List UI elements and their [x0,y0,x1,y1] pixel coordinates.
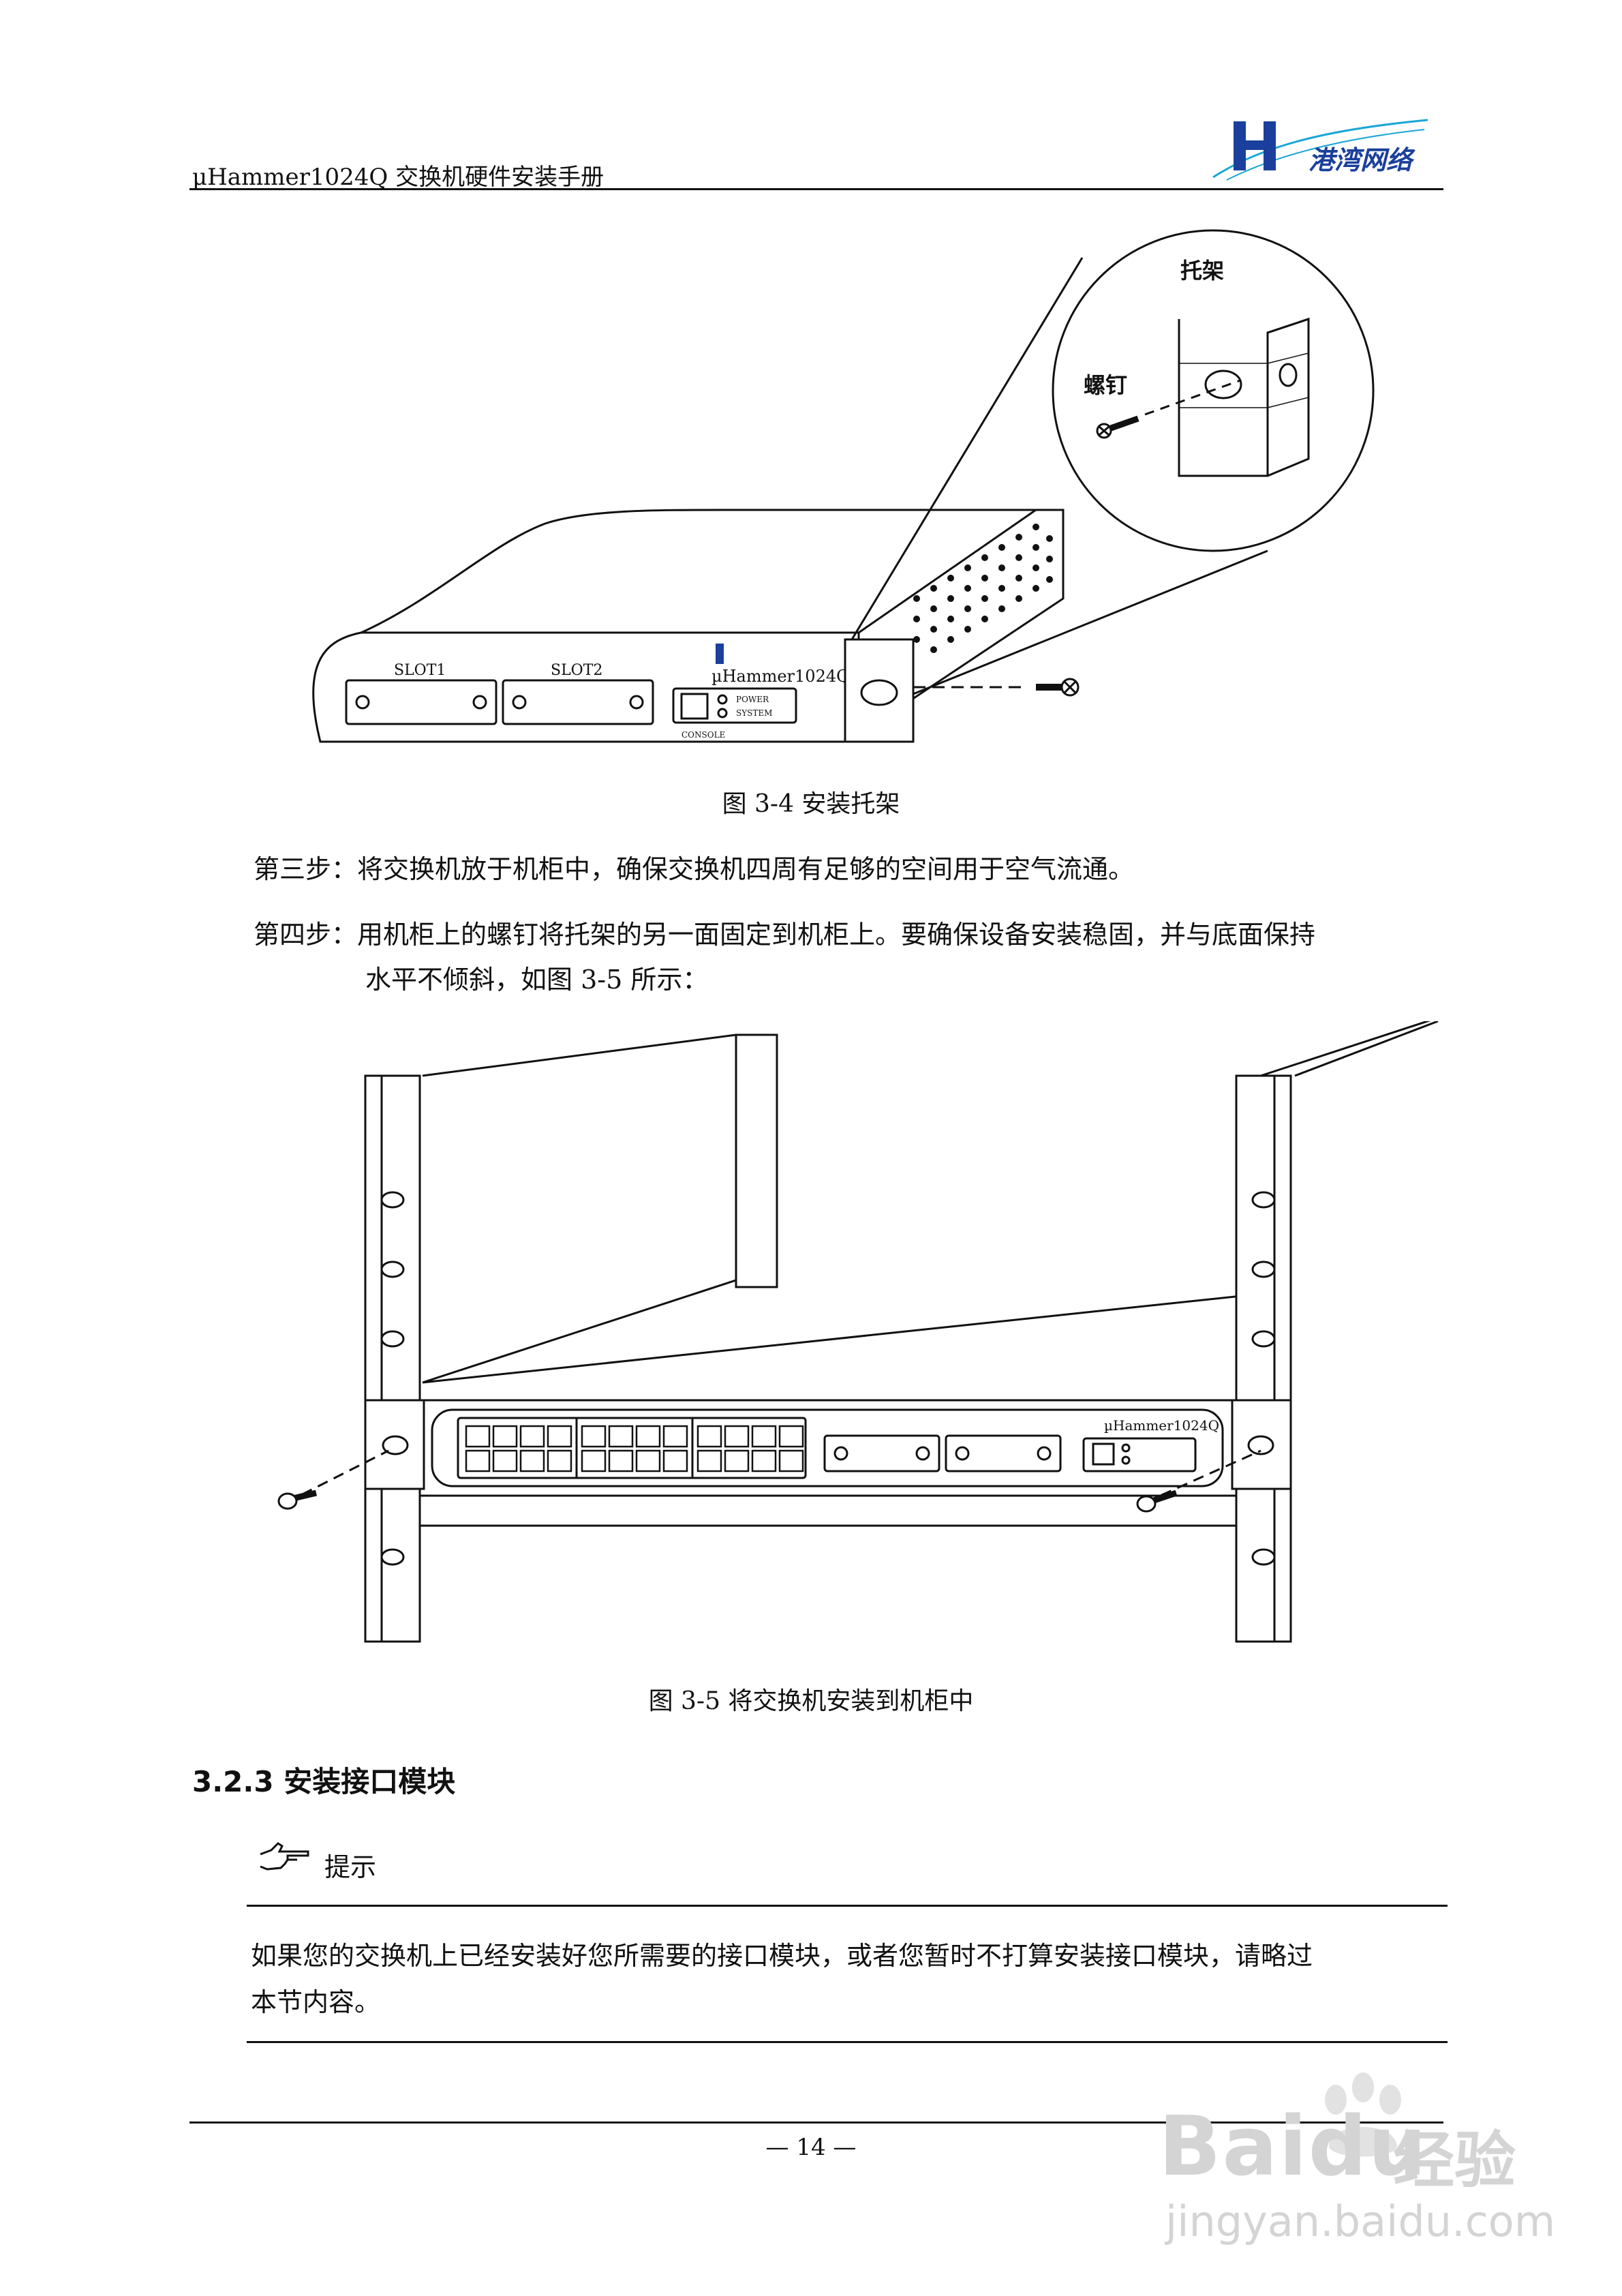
step-3-text: 第三步：将交换机放于机柜中，确保交换机四周有足够的空间用于空气流通。 [254,854,1135,884]
figure-3-4-caption: 图 3-4 安装托架 [722,790,900,818]
bracket-label: 托架 [1180,258,1224,284]
screw-icon [277,1490,318,1510]
console-label: CONSOLE [682,730,725,740]
screw-icon [1096,415,1139,439]
slot1-label: SLOT1 [394,662,446,679]
switch-model-label: µHammer1024Q [1104,1417,1219,1434]
step-4-text-line2: 水平不倾斜，如图 3-5 所示： [365,965,709,995]
power-label: POWER [736,695,769,704]
tip-text-line2: 本节内容。 [251,1987,381,2017]
screw-label: 螺钉 [1084,372,1127,398]
switch-model-label: µHammer1024Q [711,667,850,686]
watermark-brand-cn: 经验 [1393,2125,1516,2196]
tip-bottom-divider [247,2041,1448,2043]
tip-top-divider [247,1905,1448,1907]
section-title: 3.2.3 安装接口模块 [192,1765,456,1798]
tip-label: 提示 [324,1852,377,1882]
page-number: — 14 — [765,2134,857,2161]
pointing-hand-icon [260,1842,309,1871]
figure-3-5-caption: 图 3-5 将交换机安装到机柜中 [648,1687,974,1715]
header-title: µHammer1024Q 交换机硬件安装手册 [192,164,605,191]
step-4-text-line1: 第四步：用机柜上的螺钉将托架的另一面固定到机柜上。要确保设备安装稳固，并与底面保… [254,920,1316,950]
company-logo: 港湾网络 [1212,119,1428,181]
screw-icon [1036,678,1080,697]
slot2-label: SLOT2 [551,662,602,679]
watermark-url: jingyan.baidu.com [1165,2196,1556,2246]
watermark-brand: Baidu [1159,2100,1428,2194]
footer-divider [189,2121,1443,2124]
tip-text-line1: 如果您的交换机上已经安装好您所需要的接口模块，或者您暂时不打算安装接口模块，请略… [251,1941,1313,1971]
system-label: SYSTEM [736,708,772,718]
logo-text: 港湾网络 [1309,145,1416,175]
rack-mount-figure: µHammer1024Q [277,1021,1439,1643]
paw-icon [1325,2072,1401,2157]
bracket-installation-figure: SLOT1 SLOT2 POWER SYSTEM CONSOLE µHammer… [312,229,1375,743]
screw-icon [1136,1490,1178,1513]
header-divider [189,188,1443,190]
